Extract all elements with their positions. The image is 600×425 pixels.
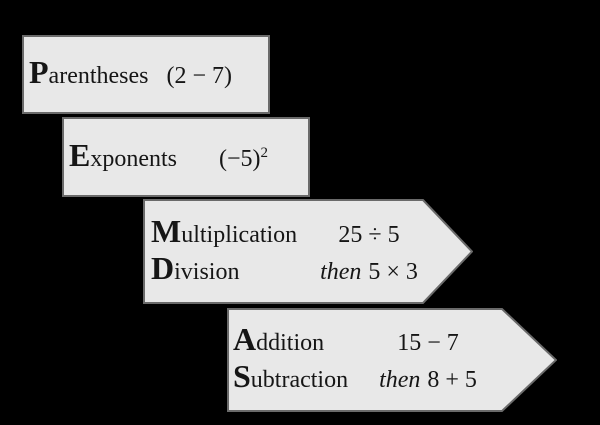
row-addition: Addition 15 − 7 (233, 323, 557, 360)
term-initial: A (233, 321, 257, 357)
step-parentheses-box: Parentheses (2 − 7) (22, 35, 270, 114)
step-parentheses-line: Parentheses (2 − 7) (29, 56, 232, 93)
term-rest: ultiplication (181, 221, 298, 248)
expression-division-example: 25 ÷ 5 (299, 219, 439, 252)
expression-subtraction-example: 15 − 7 (368, 327, 488, 360)
term-initial: D (151, 249, 175, 286)
term-subtraction: Subtraction (233, 360, 368, 397)
row-multiplication: Multiplication 25 ÷ 5 (151, 212, 473, 252)
expression-base: (−5) (219, 145, 261, 172)
right-arrow-shape (227, 308, 557, 412)
term-rest: ivision (174, 258, 240, 285)
term-addition: Addition (233, 323, 368, 360)
term-initial: E (69, 136, 91, 173)
expression-text: 8 + 5 (427, 367, 477, 393)
expression-parentheses: (2 − 7) (166, 63, 233, 89)
term-exponents: Exponents (69, 136, 178, 176)
term-parentheses: Parentheses (29, 56, 149, 93)
term-initial: S (233, 358, 251, 394)
then-label: then (379, 367, 421, 393)
expression-text: 25 ÷ 5 (338, 221, 400, 248)
term-rest: ubtraction (250, 367, 349, 393)
term-rest: ddition (256, 330, 325, 356)
step-exponents-line: Exponents (−5)2 (69, 136, 268, 176)
term-division: Division (151, 249, 299, 289)
then-label: then (320, 258, 362, 285)
term-rest: xponents (90, 145, 178, 172)
arrow-polygon (143, 199, 473, 304)
term-initial: P (29, 54, 49, 90)
expression-exponent: 2 (260, 144, 269, 161)
arrow-polygon (227, 308, 557, 412)
expression-exponents: (−5)2 (219, 143, 268, 176)
term-multiplication: Multiplication (151, 212, 299, 252)
expression-text: 5 × 3 (368, 258, 418, 285)
right-arrow-shape (143, 199, 473, 304)
term-initial: M (151, 212, 182, 249)
step-exponents-box: Exponents (−5)2 (62, 117, 310, 197)
expression-text: 15 − 7 (397, 330, 459, 356)
term-rest: arentheses (48, 63, 149, 89)
